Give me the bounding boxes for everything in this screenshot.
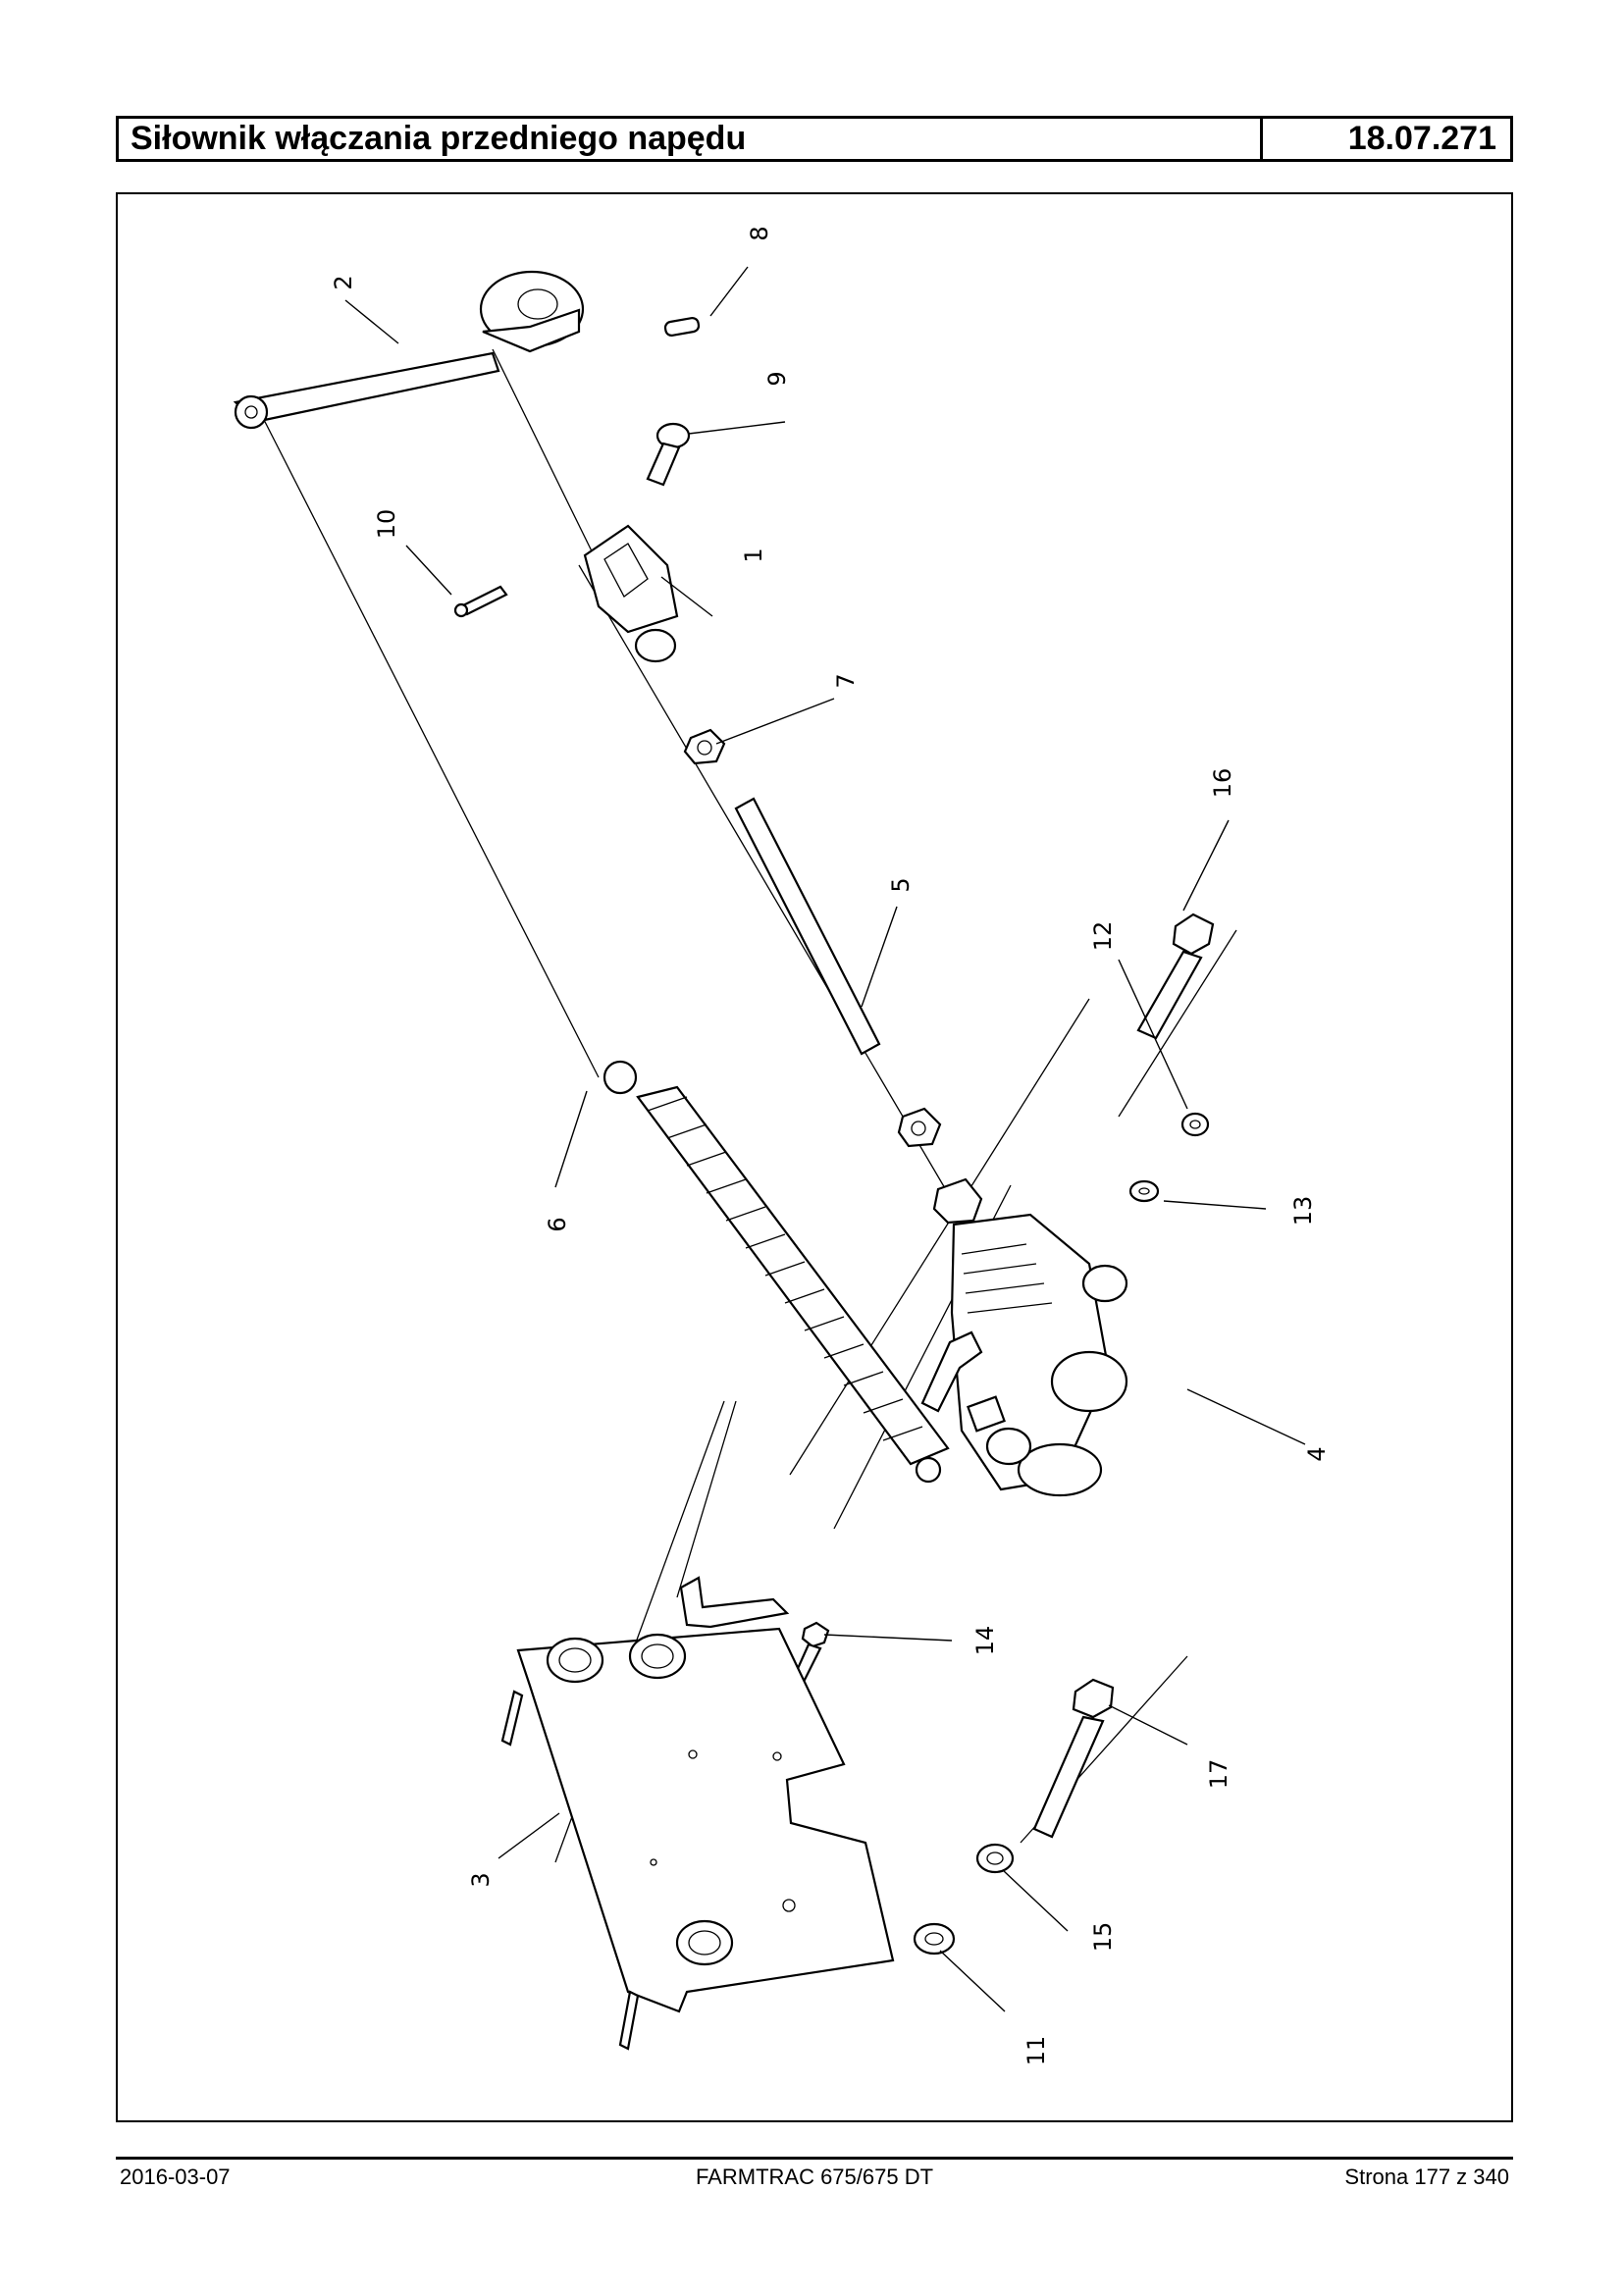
part-3-bracket (500, 1576, 895, 2051)
part-15-spring-washer (975, 1843, 1015, 1874)
part-11-washer (913, 1922, 956, 1956)
callout-16: 16 (1209, 768, 1236, 799)
callout-10: 10 (373, 509, 400, 540)
callout-6: 6 (544, 1217, 571, 1231)
callout-17: 17 (1205, 1759, 1232, 1790)
part-12-spring-washer (1180, 1112, 1210, 1137)
footer-divider (116, 2157, 1513, 2160)
callout-1: 1 (740, 548, 767, 562)
page-footer: 2016-03-07 FARMTRAC 675/675 DT Strona 17… (116, 2165, 1513, 2194)
callout-3: 3 (467, 1872, 495, 1887)
footer-date: 2016-03-07 (120, 2165, 231, 2189)
part-13-washer (1128, 1179, 1160, 1203)
callout-5: 5 (887, 877, 915, 892)
part-6-spring (602, 1060, 950, 1484)
part-17-bolt (1032, 1678, 1115, 1839)
part-10-split-pin (453, 585, 508, 618)
callout-13: 13 (1289, 1196, 1317, 1226)
part-4-actuator (920, 1177, 1128, 1497)
part-16-bolt (1136, 913, 1215, 1040)
part-1-clevis (583, 524, 679, 663)
part-5-rod (734, 797, 881, 1056)
callout-9: 9 (763, 371, 791, 386)
callout-4: 4 (1303, 1446, 1331, 1461)
callout-12: 12 (1089, 921, 1117, 952)
callout-7: 7 (832, 673, 860, 688)
page-title: Siłownik włączania przedniego napędu (119, 119, 1263, 159)
document-code: 18.07.271 (1347, 120, 1496, 157)
footer-page-number: Strona 177 z 340 (1344, 2165, 1509, 2189)
part-7-nut (683, 728, 726, 765)
part-8-pin (663, 317, 701, 337)
callout-15: 15 (1089, 1922, 1117, 1953)
callout-11: 11 (1022, 2036, 1050, 2066)
part-9-clevis-pin (646, 422, 691, 487)
callout-2: 2 (330, 275, 357, 289)
exploded-parts-drawing: 1 2 3 4 5 6 7 8 9 10 11 12 13 14 15 16 1… (116, 192, 1513, 2122)
footer-model: FARMTRAC 675/675 DT (695, 2165, 934, 2189)
part-nut (897, 1107, 942, 1148)
callout-14: 14 (971, 1626, 999, 1656)
part-2-lever (233, 270, 585, 430)
header-table: Siłownik włączania przedniego napędu 18.… (116, 116, 1513, 162)
callout-8: 8 (746, 226, 773, 240)
